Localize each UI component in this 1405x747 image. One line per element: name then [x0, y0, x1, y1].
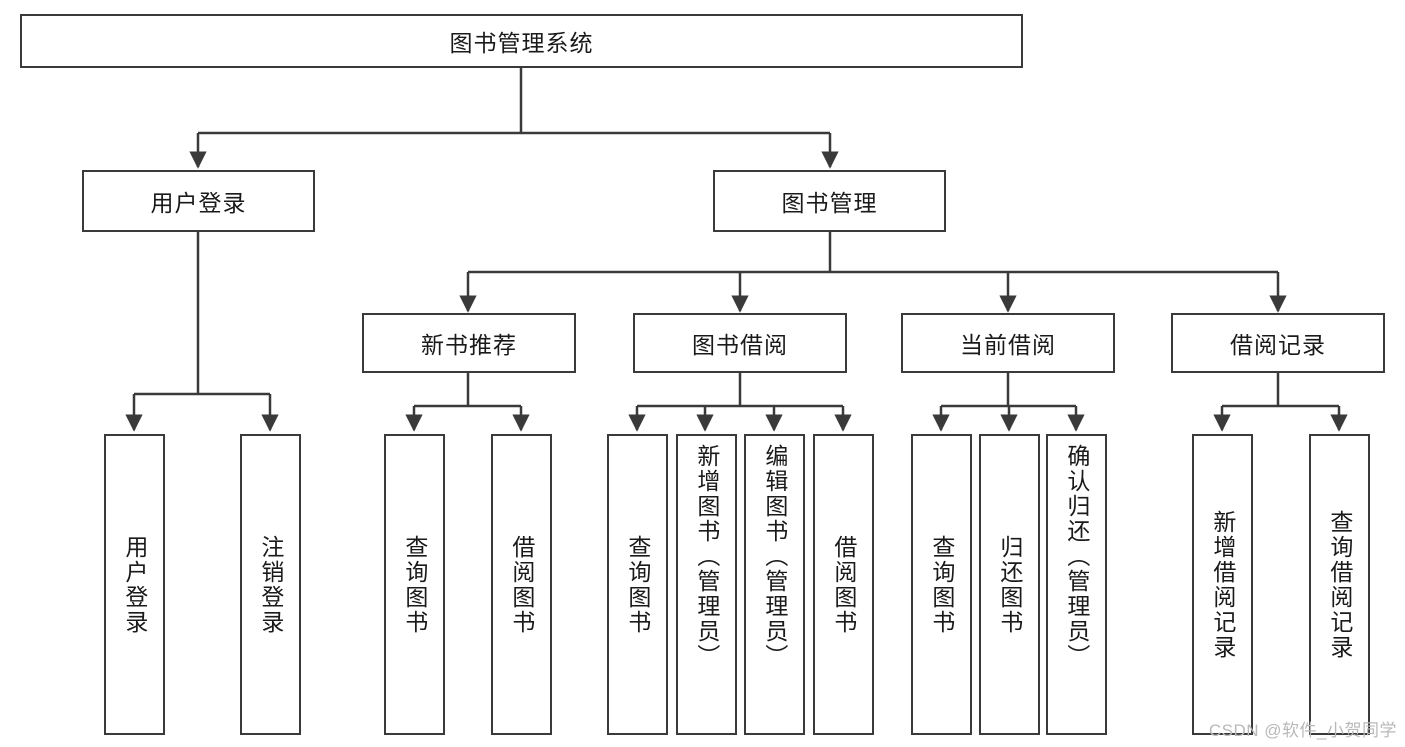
node-book-management-label: 图书管理 — [781, 190, 878, 216]
node-current-borrow[interactable]: 当前借阅 — [901, 313, 1115, 373]
leaf-new-book-query[interactable]: 查询图书 — [384, 434, 445, 735]
leaf-label: 归还图书 — [996, 534, 1023, 635]
node-book-management[interactable]: 图书管理 — [713, 170, 946, 232]
leaf-borrow-record-query[interactable]: 查询借阅记录 — [1309, 434, 1370, 735]
node-borrow-record[interactable]: 借阅记录 — [1171, 313, 1385, 373]
leaf-current-borrow-query[interactable]: 查询图书 — [911, 434, 972, 735]
node-user-login[interactable]: 用户登录 — [82, 170, 315, 232]
leaf-label: 用户登录 — [121, 534, 148, 635]
node-new-book-recommend-label: 新书推荐 — [421, 332, 517, 358]
watermark: CSDN @软件_小贺同学 — [1208, 721, 1397, 740]
leaf-label: 查询图书 — [928, 534, 955, 635]
leaf-current-borrow-confirm-return[interactable]: 确认归还（管理员） — [1046, 434, 1107, 735]
leaf-label: 查询借阅记录 — [1326, 509, 1353, 660]
leaf-new-book-borrow[interactable]: 借阅图书 — [491, 434, 552, 735]
leaf-label: 借阅图书 — [830, 534, 857, 635]
node-current-borrow-label: 当前借阅 — [960, 332, 1056, 358]
leaf-user-login-login[interactable]: 用户登录 — [104, 434, 165, 735]
leaf-label: 查询图书 — [401, 534, 428, 635]
leaf-current-borrow-return[interactable]: 归还图书 — [979, 434, 1040, 735]
leaf-label: 确认归还（管理员） — [1063, 444, 1090, 669]
node-borrow-record-label: 借阅记录 — [1230, 332, 1326, 358]
leaf-book-borrow-borrow[interactable]: 借阅图书 — [813, 434, 874, 735]
node-book-borrow-label: 图书借阅 — [692, 332, 788, 358]
node-user-login-label: 用户登录 — [150, 190, 247, 216]
leaf-book-borrow-query[interactable]: 查询图书 — [607, 434, 668, 735]
node-new-book-recommend[interactable]: 新书推荐 — [362, 313, 576, 373]
leaf-label: 查询图书 — [624, 534, 651, 635]
node-root-label: 图书管理系统 — [449, 30, 594, 56]
leaf-label: 借阅图书 — [508, 534, 535, 635]
leaf-book-borrow-add[interactable]: 新增图书（管理员） — [676, 434, 737, 735]
node-book-borrow[interactable]: 图书借阅 — [633, 313, 847, 373]
leaf-label: 新增图书（管理员） — [693, 444, 720, 669]
leaf-borrow-record-add[interactable]: 新增借阅记录 — [1192, 434, 1253, 735]
leaf-label: 编辑图书（管理员） — [761, 444, 788, 669]
leaf-label: 新增借阅记录 — [1209, 509, 1236, 660]
leaf-user-login-logout[interactable]: 注销登录 — [240, 434, 301, 735]
leaf-book-borrow-edit[interactable]: 编辑图书（管理员） — [744, 434, 805, 735]
leaf-label: 注销登录 — [257, 534, 284, 635]
node-root[interactable]: 图书管理系统 — [20, 14, 1023, 68]
